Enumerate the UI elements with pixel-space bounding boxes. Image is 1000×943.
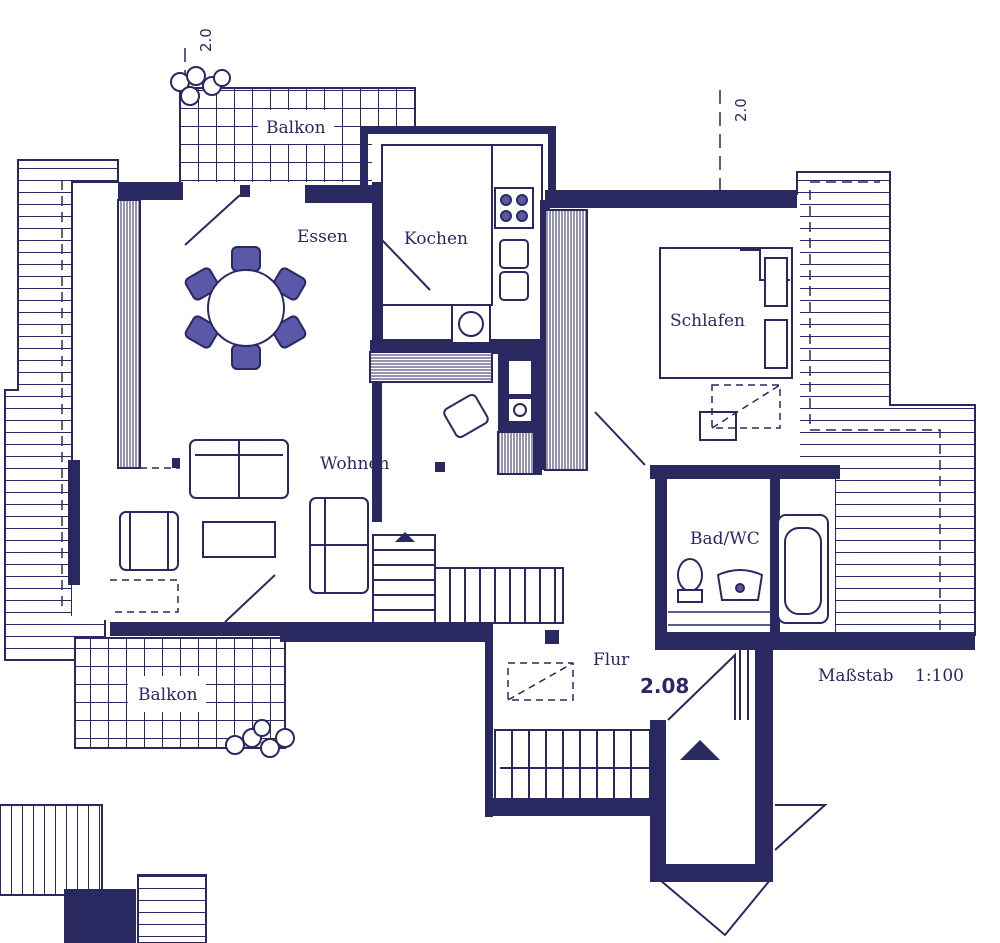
bathroom-fixtures <box>668 514 829 626</box>
dining-set <box>184 246 307 370</box>
doors <box>184 194 828 937</box>
living-furniture <box>119 393 489 594</box>
unit-number: 2.08 <box>640 674 689 698</box>
windows <box>117 199 588 475</box>
room-label-balkon-top: Balkon <box>266 118 326 138</box>
scale-label: Maßstab <box>818 666 894 686</box>
plant-bottom <box>225 719 295 758</box>
scale-value: 1:100 <box>915 666 964 686</box>
room-label-flur: Flur <box>593 650 630 670</box>
stairs <box>372 534 749 801</box>
plant-top <box>170 66 231 106</box>
axis-label-left: 2.0 <box>197 28 215 52</box>
room-label-bad: Bad/WC <box>690 529 760 549</box>
neighbor-fragment <box>0 804 207 943</box>
skylights <box>110 384 781 701</box>
room-label-balkon-bottom: Balkon <box>138 685 198 705</box>
room-label-wohnen: Wohnen <box>320 454 390 474</box>
axis-label-right: 2.0 <box>732 98 750 122</box>
stair-arrows <box>395 532 720 778</box>
kitchen-units <box>381 144 543 423</box>
room-label-essen: Essen <box>297 227 348 247</box>
bed <box>659 247 793 441</box>
room-label-kochen: Kochen <box>404 229 468 249</box>
room-label-schlafen: Schlafen <box>670 311 745 331</box>
